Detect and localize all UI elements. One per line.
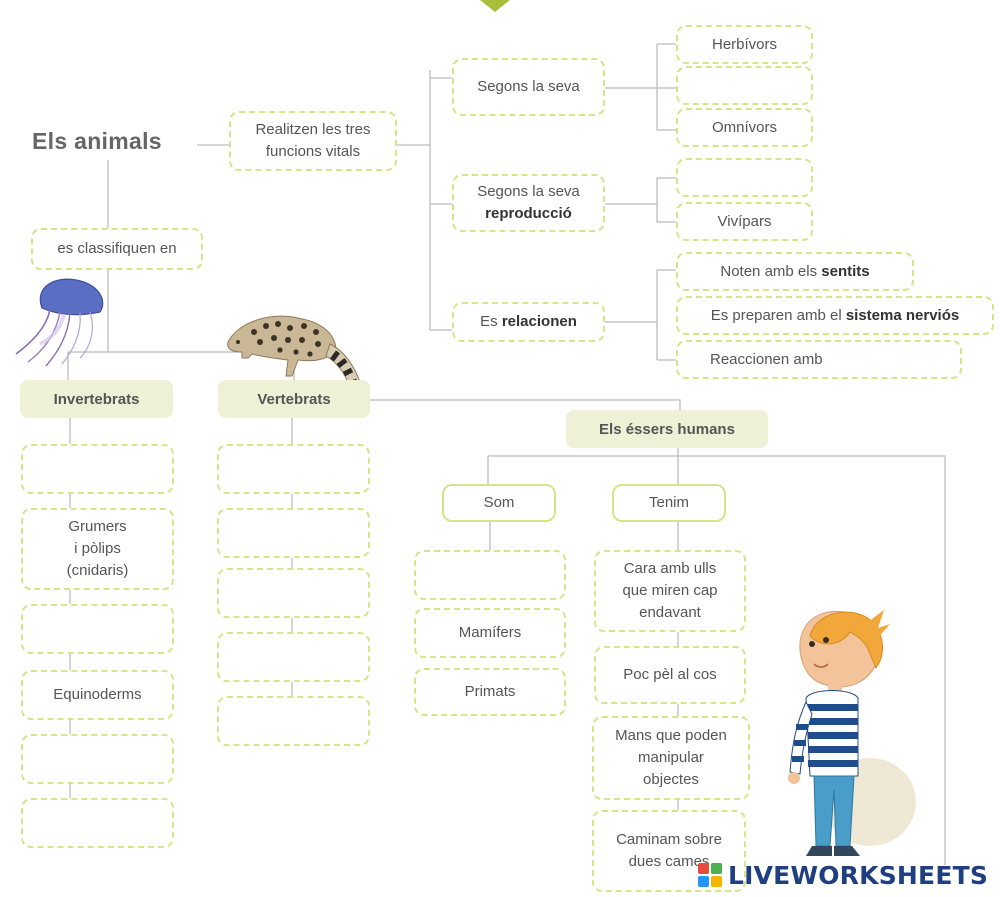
- classify-box: es classifiquen en: [31, 228, 203, 270]
- humans-header-text: Els éssers humans: [599, 420, 735, 438]
- relation-item-bold: sistema nerviós: [845, 306, 960, 324]
- invertebrate-blank-input[interactable]: [21, 798, 174, 848]
- relation-item-senses: Noten amb els sentits: [676, 252, 914, 291]
- tenim-item-hair: Poc pèl al cos: [594, 646, 746, 704]
- tenim-box: Tenim: [612, 484, 726, 522]
- som-item-primates: Primats: [414, 668, 566, 716]
- reproduction-item-text: Vivípars: [717, 212, 772, 230]
- relation-item-text: Noten amb els: [720, 262, 818, 280]
- vertebrate-blank-input[interactable]: [217, 508, 370, 558]
- vertebrate-blank-input[interactable]: [217, 632, 370, 682]
- nutrition-item-text: Herbívors: [711, 35, 778, 53]
- relation-item-nervous-system: Es preparen amb el sistema nerviós: [676, 296, 994, 335]
- boy-icon: [788, 610, 916, 856]
- nutrition-box: Segons la seva: [452, 58, 605, 116]
- invertebrate-blank-input[interactable]: [21, 604, 174, 654]
- tenim-item-text: Mans que poden manipular objectes: [615, 727, 727, 788]
- reproduction-item-viviparous: Vivípars: [676, 202, 813, 241]
- invertebrate-item-text: Equinoderms: [53, 686, 142, 704]
- vital-functions-box: Realitzen les tres funcions vitals: [229, 111, 397, 171]
- invertebrates-header-text: Invertebrats: [53, 390, 140, 408]
- nutrition-label: Segons la seva: [477, 78, 580, 96]
- vital-functions-text: Realitzen les tres funcions vitals: [255, 121, 371, 160]
- som-item-text: Primats: [464, 683, 516, 701]
- relation-label: Es relacionen: [480, 311, 577, 333]
- invertebrate-blank-input[interactable]: [21, 444, 174, 494]
- tenim-item-text: Poc pèl al cos: [623, 666, 717, 684]
- liveworksheets-logo: LIVEWORKSHEETS: [698, 858, 988, 892]
- reproduction-box: Segons la seva reproducció: [452, 174, 605, 232]
- invertebrate-item-cnidarians: Grumers i pòlips (cnidaris): [21, 508, 174, 590]
- vertebrate-blank-input[interactable]: [217, 696, 370, 746]
- relation-label-text: Es: [480, 313, 498, 331]
- nutrition-item-omnivores: Omnívors: [676, 108, 813, 147]
- som-label: Som: [483, 494, 515, 512]
- reproduction-blank-input[interactable]: [676, 158, 813, 197]
- reproduction-label-bold: reproducció: [485, 205, 572, 222]
- relation-box: Es relacionen: [452, 302, 605, 342]
- relation-item-react-input[interactable]: Reaccionen amb: [676, 340, 962, 379]
- som-box: Som: [442, 484, 556, 522]
- humans-header: Els éssers humans: [566, 410, 768, 448]
- nutrition-item-text: Omnívors: [711, 118, 777, 136]
- relation-item-senses-text: Noten amb els sentits: [720, 261, 869, 283]
- vertebrates-header-text: Vertebrats: [257, 390, 331, 408]
- vertebrate-blank-input[interactable]: [217, 568, 370, 618]
- vertebrates-header: Vertebrats: [218, 380, 370, 418]
- relation-item-bold: sentits: [821, 262, 870, 280]
- invertebrate-item-text: Grumers i pòlips (cnidaris): [66, 518, 129, 579]
- map-title: Els animals: [32, 128, 162, 154]
- reproduction-label: Segons la seva reproducció: [477, 181, 580, 225]
- relation-label-bold: relacionen: [501, 313, 577, 331]
- tenim-item-hands: Mans que poden manipular objectes: [592, 716, 750, 800]
- relation-item-text: Es preparen amb el: [710, 306, 842, 324]
- invertebrate-item-echinoderms: Equinoderms: [21, 670, 174, 720]
- jellyfish-icon: [15, 278, 104, 367]
- relation-item-nervous-text: Es preparen amb el sistema nerviós: [711, 305, 959, 327]
- top-arrow-icon: [480, 0, 510, 12]
- invertebrate-blank-input[interactable]: [21, 734, 174, 784]
- nutrition-blank-input[interactable]: [676, 66, 813, 105]
- som-item-text: Mamífers: [458, 624, 522, 642]
- vertebrate-blank-input[interactable]: [217, 444, 370, 494]
- classify-text: es classifiquen en: [57, 240, 177, 258]
- tenim-item-text: Cara amb ulls que miren cap endavant: [622, 560, 718, 621]
- nutrition-item-herbivores: Herbívors: [676, 25, 813, 64]
- brand-text: LIVEWORKSHEETS: [728, 860, 989, 890]
- som-blank-input[interactable]: [414, 550, 566, 600]
- reproduction-label-text: Segons la seva: [477, 183, 580, 201]
- invertebrates-header: Invertebrats: [20, 380, 173, 418]
- relation-item-text: Reaccionen amb: [710, 350, 823, 368]
- som-item-mammals: Mamífers: [414, 608, 566, 658]
- tenim-label: Tenim: [648, 494, 689, 512]
- lws-logo-icon: [698, 863, 722, 887]
- tenim-item-face: Cara amb ulls que miren cap endavant: [594, 550, 746, 632]
